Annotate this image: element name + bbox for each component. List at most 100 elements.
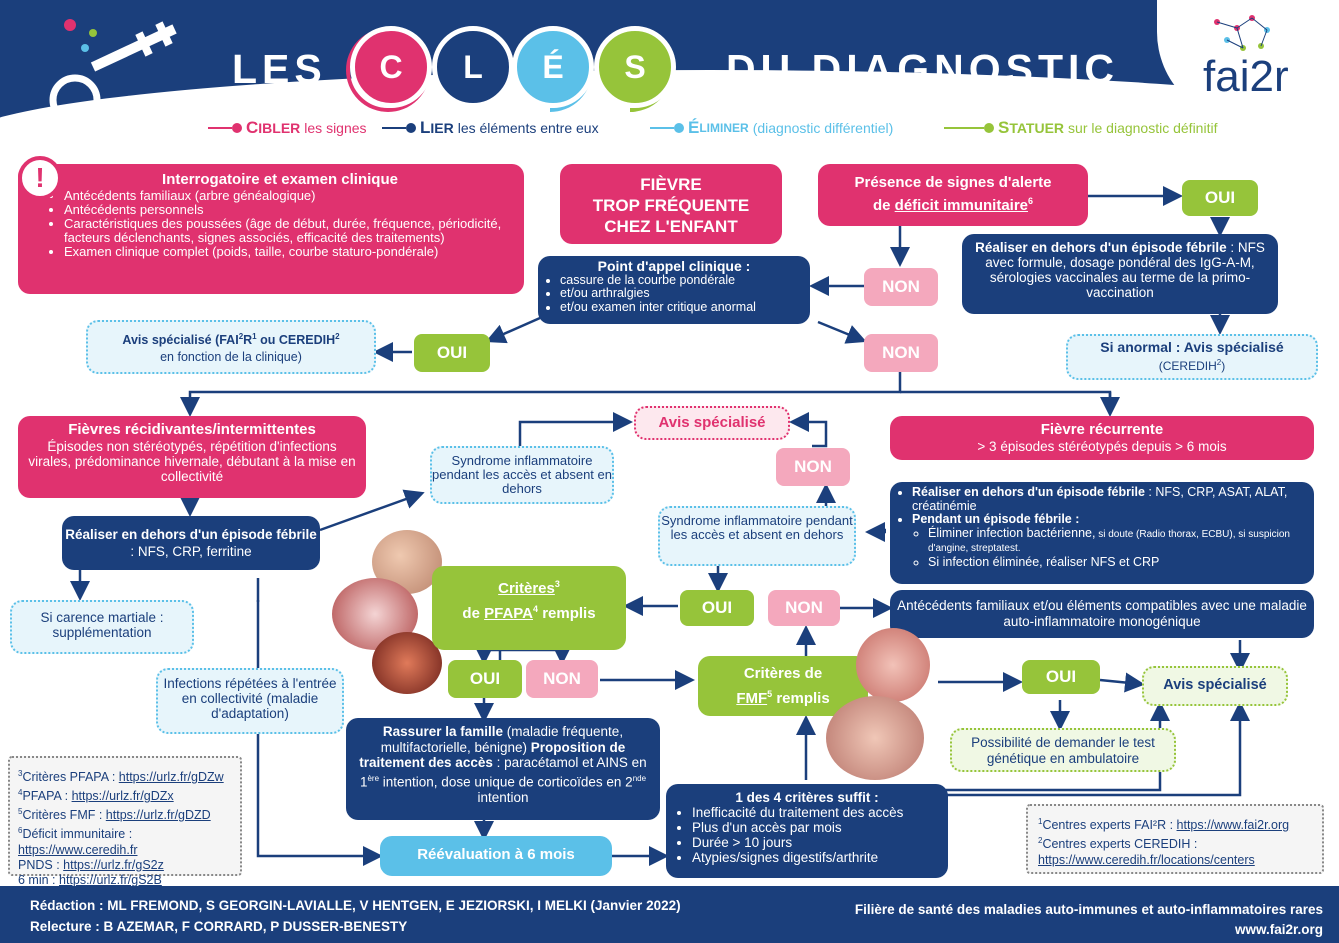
rassurer-t1: (maladie fréquente, multifactorielle, bé… (380, 724, 624, 755)
point-appel-title: Point d'appel clinique : (597, 258, 751, 274)
warning-icon: ! (18, 156, 62, 200)
footer-site[interactable]: www.fai2r.org (1234, 922, 1323, 937)
ref-label: Critères FMF : (22, 808, 106, 823)
realiser-top-box: Réaliser en dehors d'un épisode fébrile … (962, 234, 1278, 314)
oui-top-tag: OUI (1182, 180, 1258, 216)
alerte-sup: 6 (1028, 196, 1034, 206)
fievres-recid-box: Fièvres récidivantes/intermittentes Épis… (18, 416, 366, 498)
rassurer-b2: Proposition de traitement des accès (359, 739, 626, 771)
pfapa-link1[interactable]: Critères (498, 580, 555, 597)
si-anormal-box: Si anormal : Avis spécialisé (CEREDIH2) (1066, 334, 1318, 380)
oui-left-tag: OUI (414, 334, 490, 372)
alerte-line2-pre: de (872, 197, 895, 214)
fievres-recid-title: Fièvres récidivantes/intermittentes (68, 421, 316, 438)
avis-fai2r-sup2: 2 (335, 332, 340, 341)
list-item: Caractéristiques des poussées (âge de dé… (64, 217, 514, 245)
realiser-right-b2: Pendant un épisode fébrile : (912, 512, 1080, 526)
legend-cap: C (246, 118, 259, 137)
legend-cap-rest: IBLER (258, 120, 301, 136)
realiser-left-box: Réaliser en dehors d'un épisode fébrile … (62, 516, 320, 570)
centre-sup: 2 (1038, 836, 1043, 846)
fievre-line: FIÈVRE (640, 175, 702, 194)
list-item: et/ou arthralgies (560, 286, 802, 301)
alerte-box: Présence de signes d'alerte de déficit i… (818, 164, 1088, 226)
realiser-left-text: : NFS, CRP, ferritine (130, 544, 252, 559)
si-anormal-close: ) (1221, 359, 1226, 373)
centre-sup: 1 (1038, 817, 1043, 826)
non-mid-tag: NON (768, 590, 840, 626)
avis-fai2r-box: Avis spécialisé (FAI2R1 ou CEREDIH2 en f… (86, 320, 376, 374)
list-item: Inefficacité du traitement des accès (692, 805, 938, 820)
centres-box: 1Centres experts FAI²R : https://www.fai… (1026, 804, 1324, 874)
realiser-right-s1t: si doute (Radio thorax, ECBU), si suspic… (928, 528, 1290, 555)
realiser-right-b1: Réaliser en dehors d'un épisode fébrile (912, 485, 1145, 499)
realiser-right-box: Réaliser en dehors d'un épisode fébrile … (890, 482, 1314, 584)
ref-link[interactable]: https://urlz.fr/gDZx (71, 789, 174, 804)
alerte-link[interactable]: déficit immunitaire (894, 197, 1029, 214)
pfapa-sup2: 4 (533, 604, 539, 614)
avis-top-box: Avis spécialisé (634, 406, 790, 440)
list-item: Antécédents personnels (64, 203, 514, 217)
footer: Rédaction : ML FREMOND, S GEORGIN-LAVIAL… (0, 886, 1339, 943)
genetique-box: Possibilité de demander le test génétiqu… (950, 728, 1176, 772)
fievre-recurrente-text: > 3 épisodes stéréotypés depuis > 6 mois (977, 439, 1227, 454)
list-item: Plus d'un accès par mois (692, 820, 938, 835)
fai2r-logo-text: fai2r (1203, 52, 1289, 101)
fievre-line: TROP FRÉQUENTE (592, 196, 750, 215)
infections-box: Infections répétées à l'entrée en collec… (156, 668, 344, 734)
photo-foot-bottom (826, 696, 924, 780)
ref-link[interactable]: https://www.ceredih.fr (18, 842, 138, 857)
ref-sup: 5 (18, 807, 23, 817)
fmf-l1: Critères de (743, 665, 823, 682)
criteres-box: 1 des 4 critères suffit : Inefficacité d… (666, 784, 948, 878)
letter-s: S (594, 26, 676, 108)
refs-box: 3Critères PFAPA : https://urlz.fr/gDZw 4… (8, 756, 242, 887)
legend-cap-rest: TATUER (1009, 120, 1065, 136)
ref-sup: 3 (18, 769, 23, 778)
ref-label: PFAPA : (22, 789, 72, 804)
alerte-line1: Présence de signes d'alerte (854, 174, 1052, 191)
rassurer-t4: intention (477, 789, 529, 805)
ref-link[interactable]: https://urlz.fr/gDZw (118, 770, 224, 785)
avis-fai2r-l2: en fonction de la clinique) (160, 350, 302, 365)
ref-sup: 4 (18, 788, 23, 798)
si-anormal-sup: 2 (1216, 358, 1222, 367)
fmf-link[interactable]: FMF (736, 690, 768, 707)
footer-relecture: Relecture : B AZEMAR, F CORRARD, P DUSSE… (30, 919, 408, 934)
ref-link[interactable]: https://urlz.fr/gDZD (105, 808, 211, 823)
centre-link[interactable]: https://www.fai2r.org (1176, 818, 1290, 833)
centre-label: Centres experts CEREDIH : (1042, 837, 1198, 852)
legend-cap: S (998, 118, 1010, 137)
realiser-left-bold: Réaliser en dehors d'un épisode fébrile (65, 527, 317, 542)
photo-foot-top (856, 628, 930, 702)
avis-fai2r-l1c: ou CEREDIH (256, 333, 336, 348)
rassurer-t3: intention, dose unique de corticoïdes en… (379, 774, 633, 789)
reevaluation-box: Réévaluation à 6 mois (380, 836, 612, 876)
realiser-right-t1: : NFS, CRP, ASAT, ALAT, créatinémie (912, 485, 1288, 513)
list-item: Atypies/signes digestifs/arthrite (692, 850, 938, 865)
realiser-right-s1b: Éliminer infection bactérienne, (928, 525, 1096, 540)
non-tag-3: NON (776, 448, 850, 486)
fievre-recurrente-box: Fièvre récurrente > 3 épisodes stéréotyp… (890, 416, 1314, 460)
ref-link[interactable]: https://urlz.fr/gS2z (63, 857, 164, 872)
non-tag-2: NON (864, 334, 938, 372)
avis-fai2r-l1b: R (243, 333, 253, 348)
pfapa-pre2: de (462, 605, 485, 622)
oui-fmf-tag: OUI (1022, 660, 1100, 694)
rassurer-b1: Rassurer la famille (382, 724, 503, 739)
warning-icon-glyph: ! (35, 162, 45, 193)
legend-text: (diagnostic différentiel) (752, 120, 894, 136)
list-item: Antécédents familiaux (arbre généalogiqu… (64, 189, 514, 203)
ref-link[interactable]: https://urlz.fr/gS2B (59, 872, 162, 887)
fmf-post: remplis (772, 690, 830, 707)
centre-label: Centres experts FAI²R : (1042, 818, 1177, 833)
fievre-recurrente-title: Fièvre récurrente (1040, 421, 1164, 438)
pfapa-link2[interactable]: PFAPA (484, 605, 534, 622)
logo-box: fai2r (1157, 0, 1339, 122)
letter-c: C (350, 26, 432, 108)
centre-link[interactable]: https://www.ceredih.fr/locations/centers (1038, 853, 1255, 868)
ref-label: Déficit immunitaire : (22, 827, 133, 842)
